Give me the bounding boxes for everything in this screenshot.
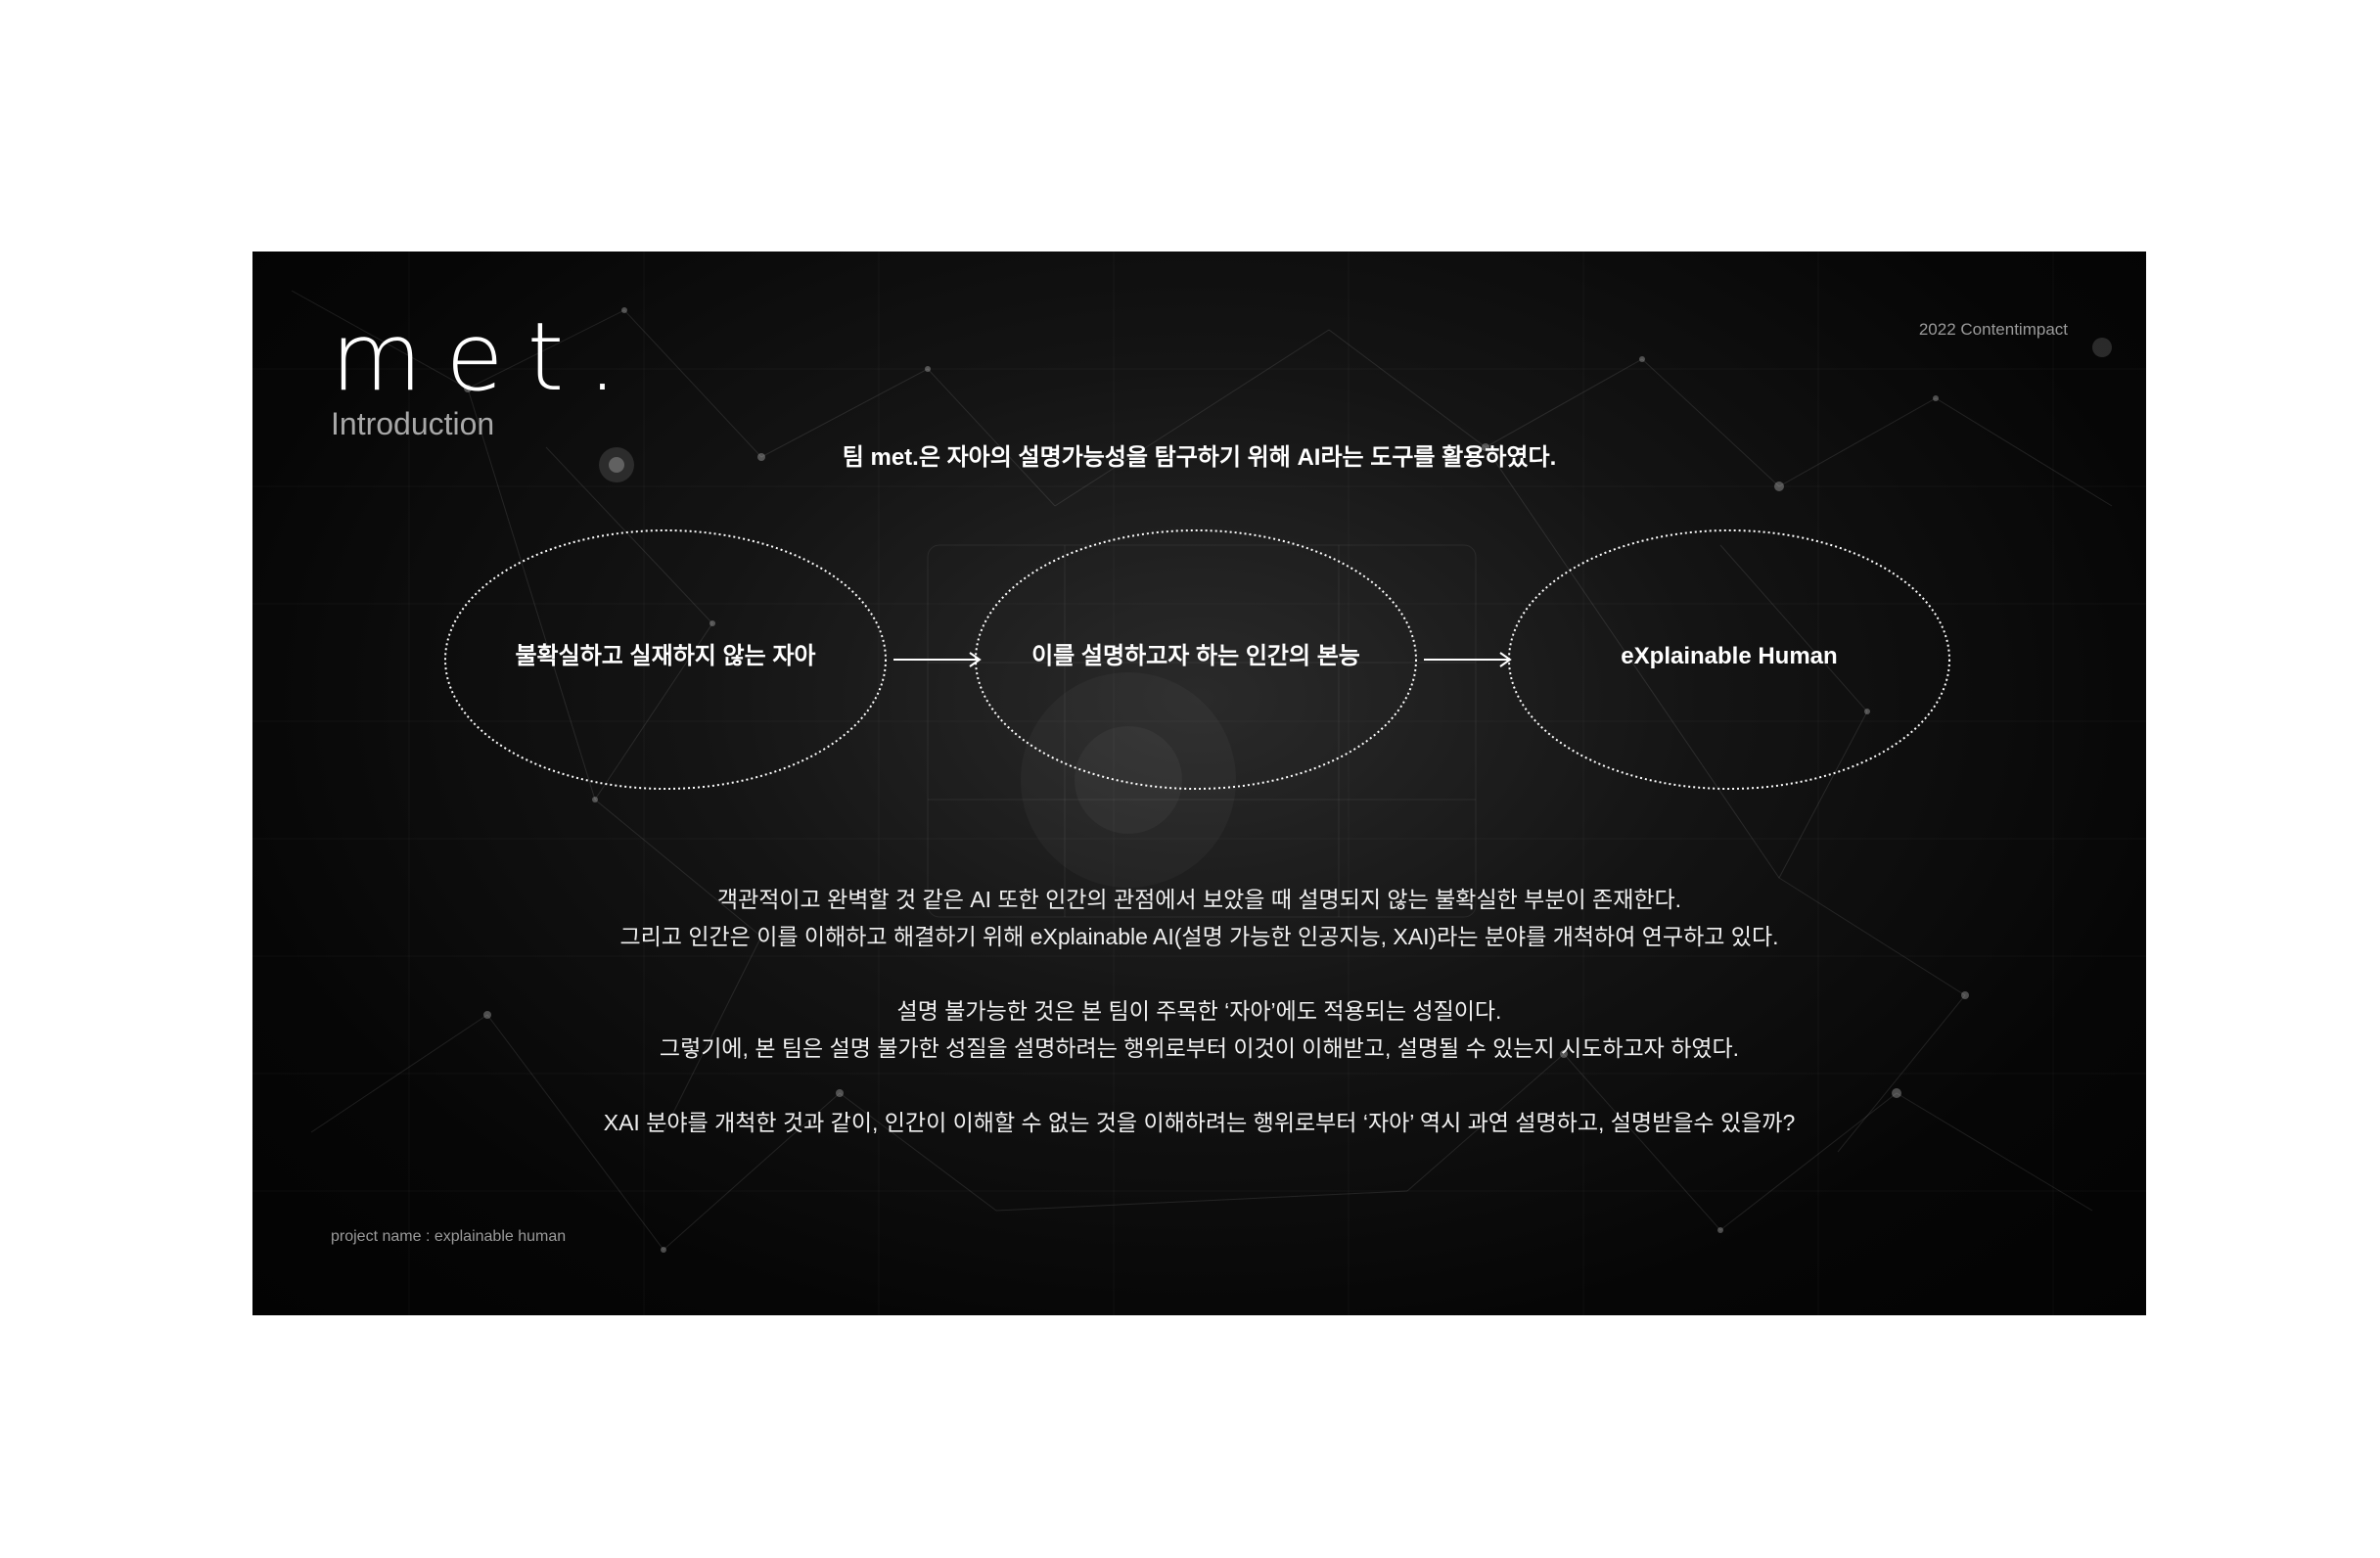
body-paragraph-4: 그렇기에, 본 팀은 설명 불가한 성질을 설명하려는 행위로부터 이것이 이해… [659, 1035, 1740, 1061]
body-paragraph-5: XAI 분야를 개척한 것과 같이, 인간이 이해할 수 없는 것을 이해하려는… [603, 1110, 1796, 1135]
project-name-footer: project name : explainable human [331, 1228, 567, 1245]
flow-label-2: 이를 설명하고자 하는 인간의 본능 [1031, 643, 1360, 669]
arrow-icon [1424, 652, 1512, 667]
body-paragraph-1: 객관적이고 완벽할 것 같은 AI 또한 인간의 관점에서 보았을 때 설명되지… [716, 887, 1682, 912]
section-title: Introduction [331, 406, 495, 441]
network-background [291, 290, 2113, 1253]
headline: 팀 met.은 자아의 설명가능성을 탐구하기 위해 AI라는 도구를 활용하였… [842, 444, 1557, 471]
brand-logo: met. [331, 302, 641, 412]
flow-ellipse-1 [444, 529, 887, 790]
flow-label-3: eXplainable Human [1621, 643, 1838, 669]
body-paragraph-2: 그리고 인간은 이를 이해하고 해결하기 위해 eXplainable AI(설… [619, 924, 1779, 949]
arrow-icon [893, 652, 982, 667]
flow-label-1: 불확실하고 실재하지 않는 자아 [515, 643, 816, 669]
year-label: 2022 Contentimpact [1918, 320, 2068, 339]
body-paragraph-3: 설명 불가능한 것은 본 팀이 주목한 ‘자아’에도 적용되는 성질이다. [896, 998, 1502, 1024]
presentation-slide: met. Introduction 2022 Contentimpact 팀 m… [252, 252, 2146, 1315]
flow-diagram [444, 529, 1950, 790]
